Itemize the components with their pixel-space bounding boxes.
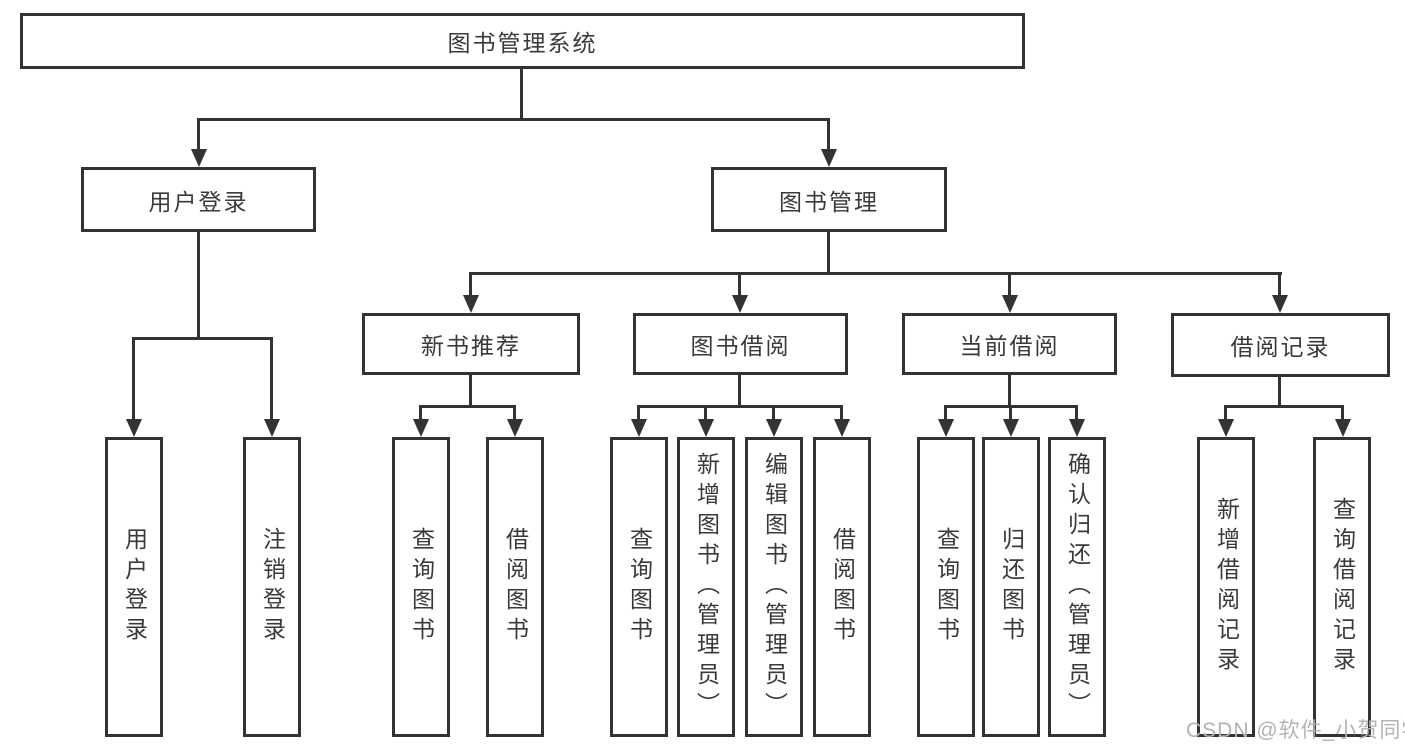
leaf-query-books-borrow: 查询图书	[610, 437, 668, 737]
node-borrow-record: 借阅记录	[1171, 313, 1390, 377]
leaf-add-book-admin-label: 新增图书（管理员）	[693, 452, 720, 722]
node-book-management: 图书管理	[711, 167, 947, 232]
node-user-login-label: 用户登录	[148, 188, 249, 215]
connector-hline	[197, 118, 830, 121]
connector-vline	[1008, 272, 1011, 295]
leaf-user-login-label: 用户登录	[121, 527, 148, 647]
arrowhead-down-icon	[126, 419, 142, 437]
connector-vline	[1341, 405, 1344, 419]
connector-hline	[419, 405, 516, 408]
leaf-borrow-books-label: 借阅图书	[829, 527, 856, 647]
node-new-book-recommend-label: 新书推荐	[421, 333, 521, 359]
connector-vline	[738, 375, 741, 408]
arrowhead-down-icon	[1069, 419, 1085, 437]
leaf-add-borrow-record-label: 新增借阅记录	[1213, 497, 1240, 677]
connector-vline	[1009, 405, 1012, 419]
leaf-query-books-recommend: 查询图书	[392, 437, 450, 737]
connector-vline	[197, 232, 200, 340]
node-book-management-label: 图书管理	[779, 188, 879, 215]
connector-vline	[637, 405, 640, 419]
node-book-borrow: 图书借阅	[633, 313, 848, 375]
connector-vline	[704, 405, 707, 419]
leaf-borrow-books: 借阅图书	[813, 437, 871, 737]
arrowhead-down-icon	[413, 419, 429, 437]
connector-vline	[132, 337, 135, 419]
connector-vline	[1008, 375, 1011, 408]
arrowhead-down-icon	[698, 419, 714, 437]
leaf-edit-book-admin: 编辑图书（管理员）	[745, 437, 803, 737]
connector-vline	[270, 337, 273, 419]
arrowhead-down-icon	[264, 419, 280, 437]
leaf-confirm-return-admin-label: 确认归还（管理员）	[1064, 452, 1091, 722]
leaf-query-books-borrow-label: 查询图书	[626, 527, 653, 647]
leaf-logout-label: 注销登录	[259, 527, 286, 647]
arrowhead-down-icon	[1002, 295, 1018, 313]
leaf-add-borrow-record: 新增借阅记录	[1197, 437, 1255, 737]
connector-vline	[738, 272, 741, 295]
leaf-confirm-return-admin: 确认归还（管理员）	[1048, 437, 1106, 737]
connector-vline	[1278, 375, 1281, 408]
arrowhead-down-icon	[463, 295, 479, 313]
connector-vline	[944, 405, 947, 419]
connector-hline	[637, 405, 843, 408]
connector-vline	[1224, 405, 1227, 419]
connector-vline	[840, 405, 843, 419]
leaf-logout: 注销登录	[243, 437, 301, 737]
connector-vline	[419, 405, 422, 419]
leaf-query-books-current-label: 查询图书	[933, 527, 960, 647]
connector-vline	[520, 69, 523, 118]
connector-hline	[1224, 405, 1344, 408]
connector-vline	[772, 405, 775, 419]
connector-vline	[469, 272, 472, 295]
watermark-text: CSDN @软件_小贺同学	[1186, 719, 1405, 742]
node-borrow-record-label: 借阅记录	[1230, 334, 1331, 360]
node-user-login: 用户登录	[81, 167, 316, 232]
leaf-borrow-books-recommend-label: 借阅图书	[502, 527, 529, 647]
node-root: 图书管理系统	[20, 13, 1025, 69]
connector-vline	[1278, 272, 1281, 295]
arrowhead-down-icon	[191, 149, 207, 167]
connector-vline	[197, 118, 200, 149]
arrowhead-down-icon	[1003, 419, 1019, 437]
arrowhead-down-icon	[732, 295, 748, 313]
arrowhead-down-icon	[834, 419, 850, 437]
leaf-query-books-recommend-label: 查询图书	[408, 527, 435, 647]
leaf-user-login: 用户登录	[105, 437, 163, 737]
leaf-return-book-label: 归还图书	[998, 527, 1025, 647]
arrowhead-down-icon	[507, 419, 523, 437]
connector-vline	[827, 232, 830, 275]
leaf-query-books-current: 查询图书	[917, 437, 975, 737]
node-current-borrow-label: 当前借阅	[959, 333, 1060, 359]
leaf-query-borrow-record: 查询借阅记录	[1313, 437, 1371, 737]
node-new-book-recommend: 新书推荐	[362, 313, 580, 375]
connector-hline	[132, 337, 273, 340]
leaf-add-book-admin: 新增图书（管理员）	[677, 437, 735, 737]
leaf-edit-book-admin-label: 编辑图书（管理员）	[761, 452, 788, 722]
leaf-query-borrow-record-label: 查询借阅记录	[1329, 497, 1356, 677]
node-current-borrow: 当前借阅	[902, 313, 1117, 375]
leaf-return-book: 归还图书	[982, 437, 1040, 737]
arrowhead-down-icon	[1272, 295, 1288, 313]
connector-vline	[469, 375, 472, 408]
connector-hline	[469, 272, 1282, 275]
connector-vline	[1075, 405, 1078, 419]
arrowhead-down-icon	[766, 419, 782, 437]
node-root-label: 图书管理系统	[447, 30, 598, 56]
connector-vline	[827, 118, 830, 149]
arrowhead-down-icon	[938, 419, 954, 437]
arrowhead-down-icon	[1218, 419, 1234, 437]
node-book-borrow-label: 图书借阅	[690, 333, 791, 359]
arrowhead-down-icon	[631, 419, 647, 437]
leaf-borrow-books-recommend: 借阅图书	[486, 437, 544, 737]
arrowhead-down-icon	[1335, 419, 1351, 437]
arrowhead-down-icon	[821, 149, 837, 167]
connector-vline	[513, 405, 516, 419]
